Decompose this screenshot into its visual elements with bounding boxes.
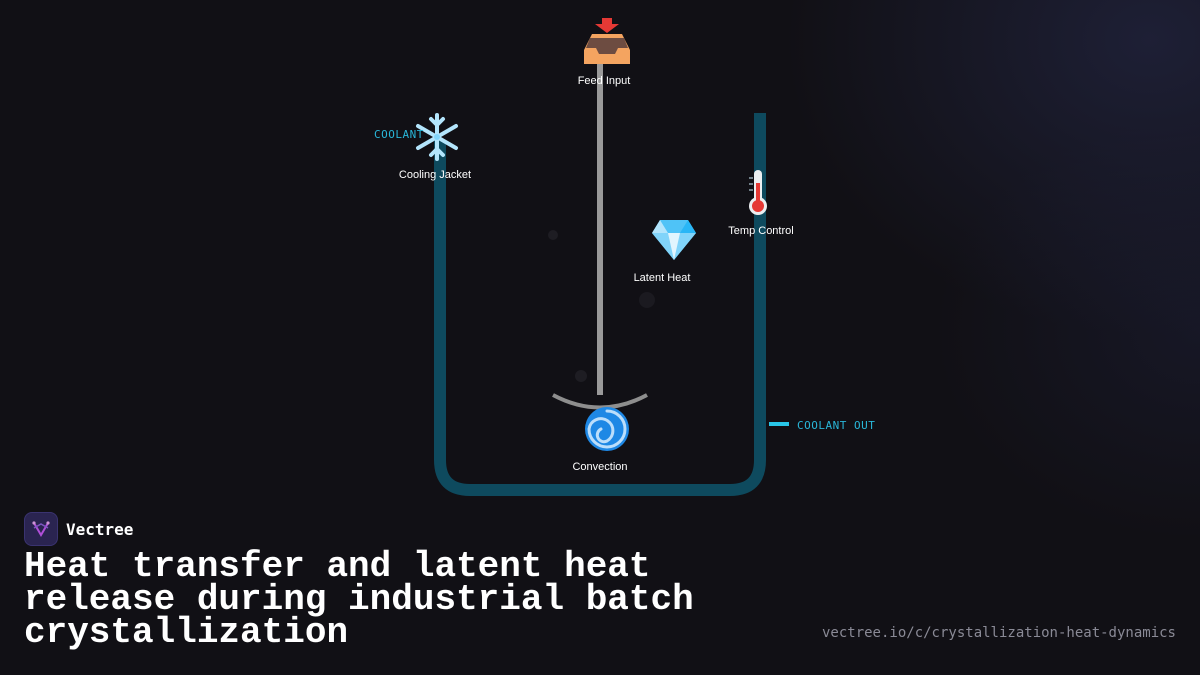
brand-name: Vectree	[66, 519, 134, 539]
coolant-out-tag: COOLANT OUT	[797, 419, 876, 432]
cyclone-icon	[585, 407, 629, 451]
temp-control-label: Temp Control	[728, 225, 794, 237]
page-title: Heat transfer and latent heat release du…	[24, 546, 694, 653]
brand: Vectree	[24, 512, 133, 546]
cooling-jacket-label: Cooling Jacket	[398, 169, 472, 181]
snowflake-icon	[416, 113, 458, 161]
latent-heat-label: Latent Heat	[633, 272, 691, 284]
feed-input-label: Feed Input	[577, 75, 631, 87]
bubble	[639, 292, 655, 308]
convection-label: Convection	[572, 461, 628, 473]
bubble	[575, 370, 587, 382]
vectree-logo-icon	[24, 512, 58, 546]
bubble	[548, 230, 558, 240]
vessel-jacket	[434, 113, 766, 496]
impeller-blade	[552, 393, 648, 410]
source-url[interactable]: vectree.io/c/crystallization-heat-dynami…	[821, 625, 1176, 641]
inbox-tray-icon	[584, 18, 630, 64]
thermometer-icon	[749, 170, 767, 215]
coolant-in-tag: COOLANT	[374, 128, 424, 141]
gem-icon	[652, 220, 696, 260]
